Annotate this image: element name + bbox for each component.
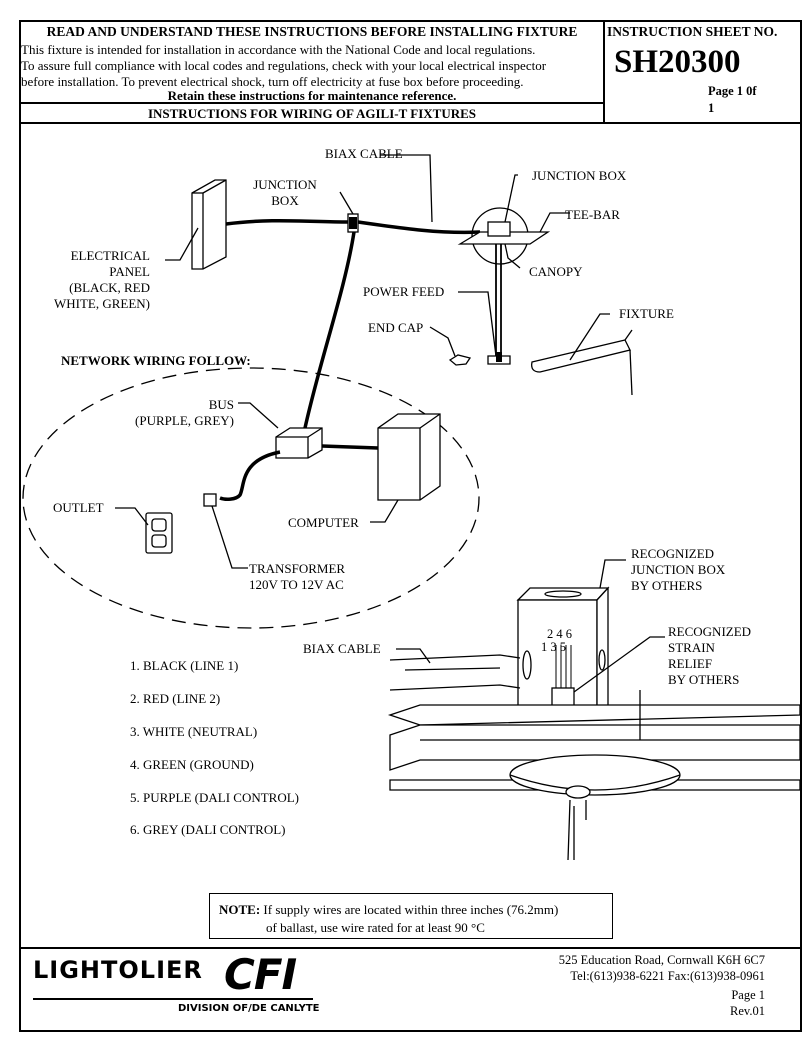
note-text-1: If supply wires are located within three… [260, 902, 559, 917]
note-line-1: NOTE: If supply wires are located within… [219, 902, 558, 918]
label-transformer-l2: 120V TO 12V AC [249, 577, 344, 592]
label-transformer-l1: TRANSFORMER [249, 561, 346, 576]
label-end-cap: END CAP [368, 320, 424, 335]
label-panel-l2: PANEL [109, 264, 150, 279]
logo-underline [33, 998, 313, 1000]
header-warning: READ AND UNDERSTAND THESE INSTRUCTIONS B… [21, 22, 603, 103]
bus-box-shape [275, 427, 323, 459]
page-subtitle: INSTRUCTIONS FOR WIRING OF AGILI-T FIXTU… [147, 106, 477, 121]
tee-bar-shape [457, 231, 551, 245]
label-biax-cable-top: BIAX CABLE [325, 146, 403, 161]
label-wire-numbers-bottom: 1 3 5 [541, 640, 566, 654]
header-divider [603, 22, 605, 122]
label-power-feed: POWER FEED [363, 284, 445, 299]
cfi-logo: CFI [224, 950, 297, 999]
page-frame [19, 20, 802, 1032]
label-rec-jb-l1: RECOGNIZED [631, 546, 715, 561]
label-junction-box-right: JUNCTION BOX [532, 168, 627, 183]
header-line-3: before installation. To prevent electric… [21, 74, 524, 89]
label-outlet: OUTLET [53, 500, 104, 515]
note-text-2: of ballast, use wire rated for at least … [266, 920, 485, 935]
label-canopy: CANOPY [529, 264, 583, 279]
note-label: NOTE: [219, 902, 261, 917]
sheet-label: INSTRUCTION SHEET NO. [607, 24, 778, 39]
note-box: NOTE: If supply wires are located within… [209, 893, 613, 939]
header-line-2: To assure full compliance with local cod… [21, 58, 547, 73]
subtitle-rule [21, 122, 800, 124]
list-item: 2. RED (LINE 2) [130, 691, 221, 706]
label-computer: COMPUTER [288, 515, 359, 530]
label-wire-numbers-top: 2 4 6 [547, 627, 572, 641]
footer-phone: Tel:(613)938-6221 Fax:(613)938-0961 [570, 969, 765, 983]
label-panel-l3: (BLACK, RED [69, 280, 150, 295]
list-item: 4. GREEN (GROUND) [130, 757, 254, 772]
header-retain: Retain these instructions for maintenanc… [167, 88, 457, 103]
list-item: 5. PURPLE (DALI CONTROL) [130, 790, 299, 805]
footer-revision: Rev.01 [730, 1004, 765, 1018]
label-bus-l2: (PURPLE, GREY) [135, 413, 234, 428]
label-panel-l1: ELECTRICAL [70, 248, 150, 263]
label-tee-bar: TEE-BAR [565, 207, 620, 222]
list-item: 3. WHITE (NEUTRAL) [130, 724, 258, 739]
lightolier-logo: LIGHTOLIER [33, 956, 203, 984]
logo-division: DIVISION OF/DE CANLYTE [178, 1003, 320, 1014]
label-junction-box-l2: BOX [271, 193, 299, 208]
label-rec-jb-l3: BY OTHERS [631, 578, 703, 593]
sheet-page: Page 1 0f [708, 84, 757, 98]
transformer-shape [203, 493, 217, 507]
label-rec-sr-l2: STRAIN [668, 640, 715, 655]
footer-address: 525 Education Road, Cornwall K6H 6C7 [558, 953, 765, 967]
list-item: 6. GREY (DALI CONTROL) [130, 822, 286, 837]
end-cap-shape [448, 354, 472, 366]
label-rec-sr-l3: RELIEF [668, 656, 713, 671]
footer-page: Page 1 [731, 988, 765, 1002]
fixture-shape [531, 339, 631, 373]
canopy-shape [509, 754, 681, 796]
label-rec-sr-l4: BY OTHERS [668, 672, 740, 687]
label-junction-box-l1: JUNCTION [253, 177, 317, 192]
header-title: READ AND UNDERSTAND THESE INSTRUCTIONS B… [46, 24, 578, 39]
list-item: 1. BLACK (LINE 1) [130, 658, 239, 673]
label-network-wiring: NETWORK WIRING FOLLOW: [61, 353, 251, 368]
label-biax-cable-bottom: BIAX CABLE [303, 641, 381, 656]
header-line-1: This fixture is intended for installatio… [21, 42, 536, 57]
recognized-junction-box-shape [516, 586, 610, 720]
electrical-panel-shape [191, 179, 227, 270]
label-fixture: FIXTURE [619, 306, 674, 321]
label-rec-jb-l2: JUNCTION BOX [631, 562, 726, 577]
outlet-shape [145, 512, 173, 554]
header-rule [21, 102, 603, 104]
computer-shape [377, 413, 441, 501]
sheet-page-total: 1 [708, 101, 715, 115]
label-panel-l4: WHITE, GREEN) [53, 296, 150, 311]
footer-rule [21, 947, 800, 949]
sheet-number: SH20300 [614, 44, 741, 80]
label-bus-l1: BUS [208, 397, 234, 412]
label-rec-sr-l1: RECOGNIZED [668, 624, 752, 639]
